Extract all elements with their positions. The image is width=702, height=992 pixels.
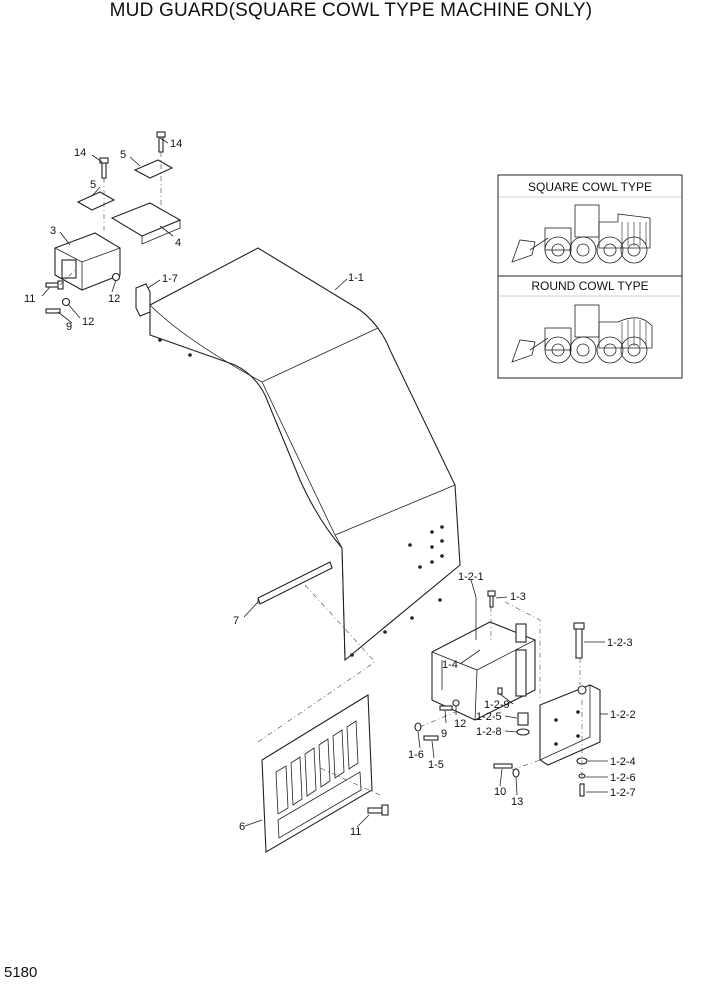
callout-9a: 9 [66,321,72,333]
bracket-assembly-top [45,131,182,317]
bolt-1-2-3 [573,622,585,659]
page-number: 5180 [4,964,38,981]
callout-1-4: 1-4 [442,659,458,671]
callout-1-2-5: 1-2-5 [476,711,502,723]
callout-13: 13 [511,796,523,808]
assembly-lines [59,152,583,796]
callout-14b: 14 [170,138,182,150]
callout-11b: 11 [350,826,361,838]
callout-12b: 12 [82,316,94,328]
leader-lines [41,137,608,828]
callout-1-2-9: 1-2-9 [484,699,510,711]
callout-14a: 14 [74,147,86,159]
callout-4: 4 [175,237,181,249]
callout-1-2-4: 1-2-4 [610,756,636,768]
callout-1-7: 1-7 [162,273,178,285]
callout-1-2-6: 1-2-6 [610,772,636,784]
callout-11a: 11 [24,293,35,305]
callout-7: 7 [233,615,239,627]
cowl-type-inset: SQUARE COWL TYPE ROUND COWL TYPE [497,174,683,379]
callout-1-2-7: 1-2-7 [610,787,636,799]
callout-5a: 5 [120,149,126,161]
rubber-strip [257,561,333,605]
callout-9b: 9 [441,728,447,740]
callout-labels: 14 14 5 5 4 3 11 12 12 9 1-7 1-1 7 1-2-1… [24,138,636,838]
callout-1-2-2: 1-2-2 [610,709,636,721]
bracket-1-2-1 [431,621,536,721]
callout-5b: 5 [90,179,96,191]
callout-1-1: 1-1 [348,272,364,284]
callout-1-5: 1-5 [428,759,444,771]
callout-1-6: 1-6 [408,749,424,761]
square-cowl-title: SQUARE COWL TYPE [528,180,652,194]
callout-3: 3 [50,225,56,237]
round-cowl-loader-illustration [511,304,653,364]
callout-12c: 12 [454,718,466,730]
callout-12a: 12 [108,293,120,305]
mud-guard-body [149,247,461,662]
round-cowl-title: ROUND COWL TYPE [531,279,648,293]
diagram-title: MUD GUARD(SQUARE COWL TYPE MACHINE ONLY) [109,0,593,21]
square-cowl-loader-illustration [511,204,651,264]
small-hardware [367,590,588,816]
callout-1-2-1: 1-2-1 [458,571,484,583]
callout-1-2-3: 1-2-3 [607,637,633,649]
callout-1-3: 1-3 [510,591,526,603]
callout-1-2-8: 1-2-8 [476,726,502,738]
callout-10: 10 [494,786,506,798]
callout-6: 6 [239,821,245,833]
mud-flap [261,694,373,853]
plate-1-2-2 [539,684,601,766]
